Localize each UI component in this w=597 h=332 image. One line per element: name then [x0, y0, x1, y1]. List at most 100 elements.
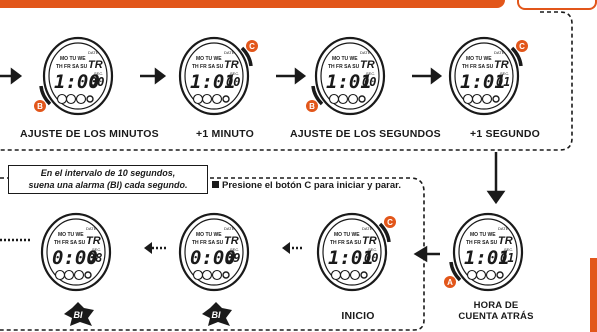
dial-icon: [337, 93, 349, 105]
days-bottom: TH FR SA SU: [462, 64, 494, 70]
days-bottom: TH FR SA SU: [466, 240, 498, 246]
button-highlight: [311, 85, 324, 106]
date-label: DATE: [86, 226, 97, 231]
days-bottom: TH FR SA SU: [54, 240, 86, 246]
dial-icon: [328, 93, 340, 105]
seconds-digits: 01: [500, 251, 514, 265]
seconds-digits: 01: [496, 75, 510, 89]
dial-icon: [201, 93, 213, 105]
date-label: DATE: [360, 50, 371, 55]
dial-icon: [485, 269, 497, 281]
time-digits: 0:00: [52, 247, 98, 269]
dashed-frame-top: [0, 11, 573, 151]
alarm-text: BI: [74, 310, 83, 320]
instruction-text: Presione el botón C para iniciar y parar…: [212, 180, 401, 191]
seconds-digits: 00: [226, 75, 240, 89]
label-cuenta-atras: CUENTA ATRÁS: [458, 311, 534, 322]
sec-label: SEC.: [366, 71, 375, 76]
heart-dial-icon: [496, 271, 504, 279]
dial-icon: [211, 269, 223, 281]
tr-indicator: TR: [86, 235, 101, 247]
top-orange-bar: [0, 0, 505, 8]
button-highlight: [378, 222, 391, 243]
sec-label: SEC.: [500, 71, 509, 76]
tr-indicator: TR: [498, 235, 513, 247]
dial-icon: [471, 93, 483, 105]
note-line-1: En el intervalo de 10 segundos,: [40, 168, 176, 178]
heart-dial-icon: [86, 95, 94, 103]
days-bottom: TH FR SA SU: [328, 64, 360, 70]
heart-dial-icon: [222, 95, 230, 103]
dial-icon: [330, 269, 342, 281]
dial-icon: [192, 93, 204, 105]
button-letter: C: [249, 42, 255, 51]
heart-dial-icon: [84, 271, 92, 279]
dial-icon: [462, 93, 474, 105]
days-top: MO TU WE: [466, 56, 492, 62]
button-badge-icon: [444, 276, 456, 288]
button-letter: C: [519, 42, 525, 51]
button-highlight: [449, 261, 462, 282]
sec-label: SEC.: [230, 247, 239, 252]
alarm-text: BI: [212, 310, 221, 320]
days-top: MO TU WE: [196, 232, 222, 238]
date-label: DATE: [362, 226, 373, 231]
label-inicio: INICIO: [341, 310, 375, 322]
button-badge-icon: [516, 40, 528, 52]
seconds-digits: 00: [364, 251, 378, 265]
date-label: DATE: [224, 226, 235, 231]
tr-indicator: TR: [224, 59, 239, 71]
button-badge-icon: [384, 216, 396, 228]
date-label: DATE: [88, 50, 99, 55]
time-digits: 1:01: [460, 71, 506, 93]
dial-icon: [466, 269, 478, 281]
heart-dial-icon: [492, 95, 500, 103]
button-badge-icon: [246, 40, 258, 52]
time-digits: 0:00: [190, 247, 236, 269]
dial-icon: [54, 269, 66, 281]
dial-icon: [347, 93, 359, 105]
sec-label: SEC.: [368, 247, 377, 252]
sidebar-tab: [590, 258, 597, 332]
button-letter: A: [447, 278, 453, 287]
button-badge-icon: [306, 100, 318, 112]
button-letter: C: [387, 218, 393, 227]
dial-icon: [75, 93, 87, 105]
days-top: MO TU WE: [334, 232, 360, 238]
dial-icon: [475, 269, 487, 281]
days-top: MO TU WE: [58, 232, 84, 238]
tr-indicator: TR: [360, 59, 375, 71]
time-digits: 1:00: [54, 71, 100, 93]
dashed-frame-bottom: [0, 177, 425, 331]
days-top: MO TU WE: [60, 56, 86, 62]
button-highlight: [240, 46, 253, 67]
days-top: MO TU WE: [332, 56, 358, 62]
tr-indicator: TR: [224, 235, 239, 247]
time-digits: 1:01: [464, 247, 510, 269]
seconds-digits: 00: [90, 75, 104, 89]
button-badge-icon: [34, 100, 46, 112]
date-label: DATE: [498, 226, 509, 231]
date-label: DATE: [494, 50, 505, 55]
dial-icon: [349, 269, 361, 281]
seconds-digits: 08: [88, 251, 102, 265]
alarm-note-box: En el intervalo de 10 segundos, suena un…: [8, 165, 208, 194]
sec-label: SEC.: [230, 71, 239, 76]
days-top: MO TU WE: [196, 56, 222, 62]
time-digits: 1:01: [328, 247, 374, 269]
seconds-digits: 00: [362, 75, 376, 89]
label-hora-de: HORA DE: [473, 300, 519, 311]
tr-indicator: TR: [362, 235, 377, 247]
button-letter: B: [309, 102, 315, 111]
dial-icon: [211, 93, 223, 105]
sec-label: SEC.: [94, 71, 103, 76]
heart-dial-icon: [222, 271, 230, 279]
